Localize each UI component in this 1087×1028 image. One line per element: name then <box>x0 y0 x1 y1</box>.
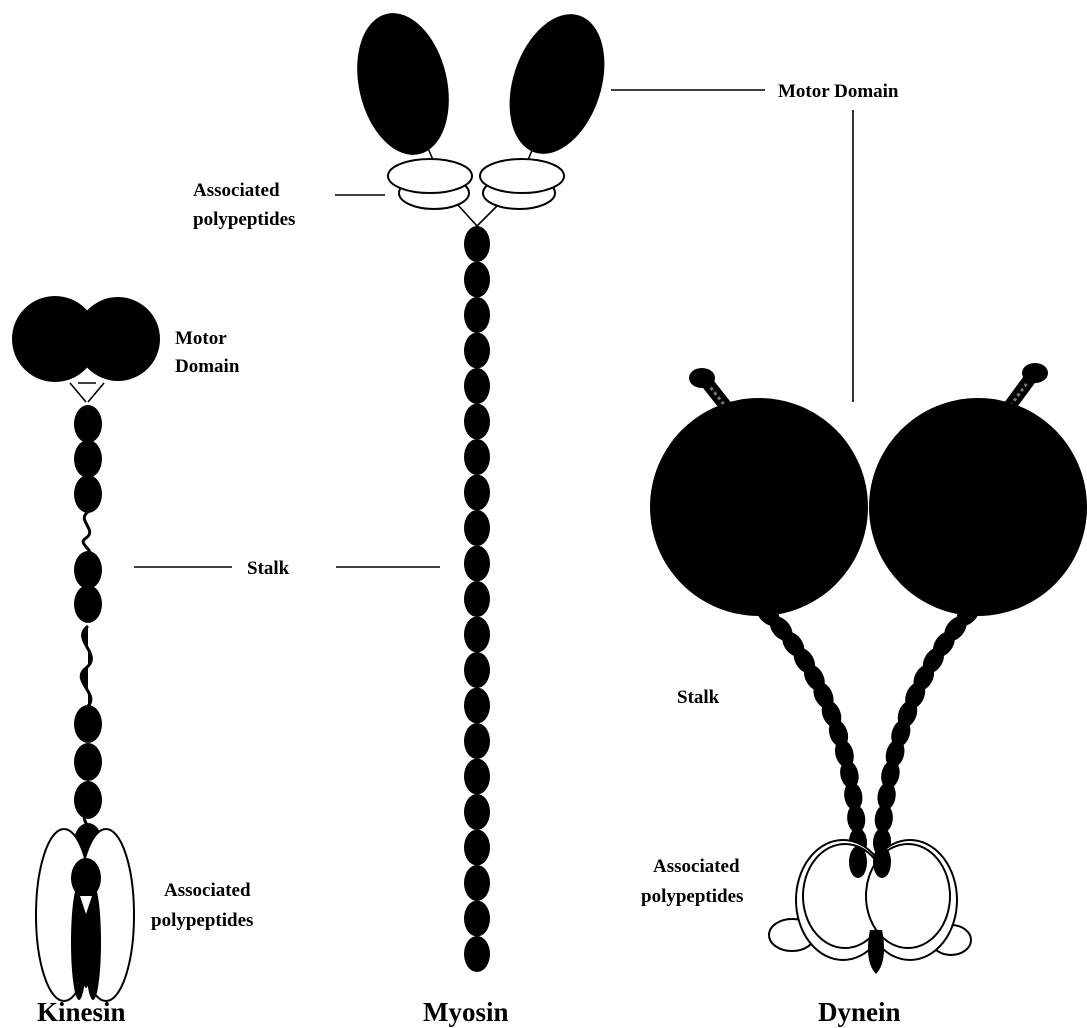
myosin-stalk-bead <box>464 936 490 972</box>
dynein-stalk-right <box>872 598 984 857</box>
kinesin-hinge <box>81 626 91 706</box>
kinesin-head-right <box>76 297 160 381</box>
kinesin-stalk-bead <box>74 705 102 743</box>
kinesin-neck <box>70 383 86 402</box>
dynein-stalk-left <box>752 598 868 857</box>
myosin-stalk-bead <box>464 794 490 830</box>
myosin-stalk-bead <box>464 688 490 724</box>
kinesin-stalk-bead <box>74 440 102 478</box>
myosin-hinge-left <box>458 205 477 226</box>
dynein-base <box>868 930 884 974</box>
myosin-stalk-bead <box>464 581 490 617</box>
myosin-stalk-bead <box>464 404 490 440</box>
kinesin-motor-domain-label: Domain <box>175 356 240 377</box>
stalk-label: Stalk <box>247 558 290 579</box>
dynein-title: Dynein <box>818 997 901 1027</box>
dynein-tail-bead <box>849 846 867 878</box>
myosin-associated-label: Associated <box>193 180 280 201</box>
kinesin-stalk-bead <box>74 743 102 781</box>
dynein-molecule <box>650 363 1087 974</box>
kinesin-stalk-bead <box>74 551 102 589</box>
dynein-mt-tip-right <box>1022 363 1048 383</box>
myosin-light-chain <box>388 159 472 193</box>
myosin-light-chain <box>480 159 564 193</box>
dynein-head-right <box>869 398 1087 616</box>
kinesin-title: Kinesin <box>37 997 126 1027</box>
myosin-stalk-bead <box>464 333 490 369</box>
myosin-stalk-bead <box>464 475 490 511</box>
kinesin-stalk-bead <box>74 585 102 623</box>
myosin-head-left <box>344 4 462 164</box>
myosin-stalk-bead <box>464 546 490 582</box>
kinesin-molecule <box>12 296 160 1001</box>
myosin-stalk-bead <box>464 830 490 866</box>
myosin-stalk-bead <box>464 901 490 937</box>
dynein-head-left <box>650 398 868 616</box>
myosin-stalk-bead <box>464 759 490 795</box>
myosin-head-right <box>493 2 621 166</box>
kinesin-motor-domain-label: Motor <box>175 328 227 349</box>
myosin-stalk <box>464 226 490 972</box>
kinesin-associated-label: polypeptides <box>151 910 253 931</box>
kinesin-neck <box>88 383 104 402</box>
myosin-stalk-bead <box>464 617 490 653</box>
kinesin-stalk-bead <box>74 475 102 513</box>
myosin-stalk-bead <box>464 226 490 262</box>
myosin-hinge-right <box>477 205 498 226</box>
dynein-mt-tip-left <box>689 368 715 388</box>
myosin-title: Myosin <box>423 997 509 1027</box>
myosin-motor-domain-label: Motor Domain <box>778 81 899 102</box>
kinesin-associated-label: Associated <box>164 880 251 901</box>
myosin-molecule <box>344 2 621 972</box>
myosin-stalk-bead <box>464 865 490 901</box>
myosin-associated-label: polypeptides <box>193 209 295 230</box>
myosin-stalk-bead <box>464 723 490 759</box>
myosin-stalk-bead <box>464 368 490 404</box>
kinesin-hinge <box>83 512 90 556</box>
myosin-stalk-bead <box>464 439 490 475</box>
dynein-stalk-label: Stalk <box>677 687 720 708</box>
myosin-stalk-bead <box>464 510 490 546</box>
dynein-associated-label: polypeptides <box>641 886 743 907</box>
myosin-stalk-bead <box>464 652 490 688</box>
myosin-stalk-bead <box>464 297 490 333</box>
dynein-tail-bead <box>873 846 891 878</box>
kinesin-stalk-bead <box>74 405 102 443</box>
myosin-stalk-bead <box>464 262 490 298</box>
dynein-associated-label: Associated <box>653 856 740 877</box>
